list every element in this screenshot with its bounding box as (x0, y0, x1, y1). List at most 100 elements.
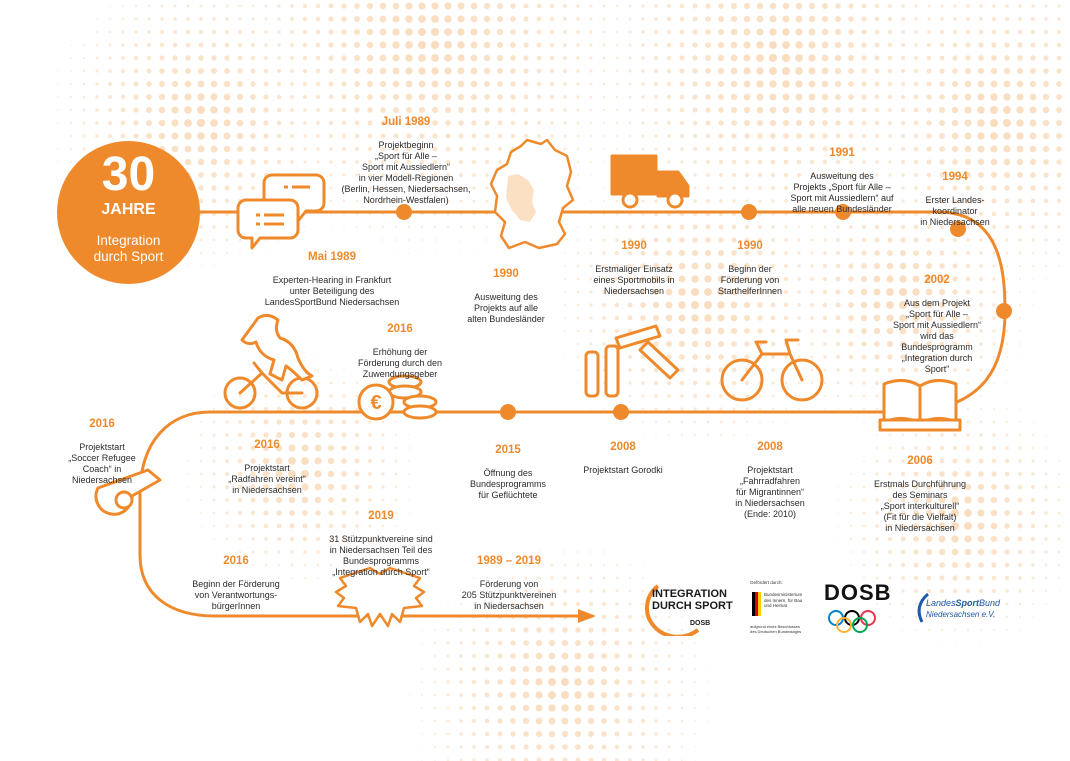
halftone-dot (782, 15, 790, 23)
germany-map-icon (489, 138, 575, 250)
halftone-dot (1056, 133, 1062, 139)
halftone-dot (977, 67, 985, 75)
halftone-dot (354, 107, 360, 113)
halftone-dot (69, 82, 73, 86)
halftone-dot (913, 120, 919, 126)
halftone-dot (667, 147, 671, 151)
halftone-dot (1032, 369, 1034, 371)
halftone-dot (691, 288, 699, 296)
halftone-dot (563, 69, 567, 73)
halftone-dot (692, 380, 698, 386)
halftone-dot (458, 146, 464, 152)
halftone-dot (887, 29, 893, 35)
halftone-dot (160, 30, 164, 34)
halftone-dot (756, 119, 764, 127)
halftone-dot (147, 4, 151, 8)
halftone-dot (549, 55, 555, 61)
halftone-dot (732, 186, 736, 190)
halftone-dot (576, 43, 580, 47)
halftone-dot (250, 172, 256, 178)
halftone-dot (83, 44, 85, 46)
halftone-dot (704, 262, 712, 270)
halftone-dot (589, 17, 593, 21)
halftone-dot (342, 147, 346, 151)
halftone-dot (303, 160, 307, 164)
halftone-dot (1019, 343, 1021, 345)
halftone-dot (744, 341, 750, 347)
halftone-dot (82, 95, 86, 99)
halftone-dot (770, 328, 776, 334)
halftone-dot (537, 121, 541, 125)
halftone-dot (444, 41, 452, 49)
halftone-dot (538, 278, 540, 280)
halftone-dot (200, 382, 202, 384)
halftone-dot (96, 18, 98, 20)
halftone-dot (405, 106, 413, 114)
halftone-dot (95, 134, 99, 138)
halftone-dot (418, 80, 426, 88)
halftone-dot (602, 316, 606, 320)
halftone-dot (146, 107, 152, 113)
halftone-dot (1032, 278, 1034, 280)
halftone-dot (862, 173, 866, 177)
halftone-dot (678, 314, 686, 322)
halftone-dot (690, 300, 700, 310)
halftone-dot (628, 225, 632, 229)
halftone-dot (342, 381, 346, 385)
halftone-dot (926, 185, 932, 191)
halftone-dot (874, 42, 880, 48)
halftone-dot (913, 159, 919, 165)
halftone-dot (641, 394, 645, 398)
halftone-dot (317, 252, 319, 254)
halftone-dot (236, 145, 244, 153)
halftone-dot (1031, 251, 1035, 255)
halftone-dot (952, 55, 958, 61)
halftone-dot (197, 145, 205, 153)
halftone-dot (303, 394, 307, 398)
halftone-dot (640, 276, 646, 282)
halftone-dot (823, 342, 827, 346)
halftone-dot (783, 276, 789, 282)
event-text: Projektstart Gorodki (583, 465, 663, 475)
halftone-dot (484, 146, 490, 152)
halftone-dot (990, 158, 998, 166)
halftone-dot (757, 172, 763, 178)
halftone-dot (913, 367, 919, 373)
halftone-dot (434, 265, 436, 267)
halftone-dot (615, 199, 619, 203)
halftone-dot (718, 367, 724, 373)
halftone-dot (731, 237, 737, 243)
halftone-dot (1018, 238, 1022, 242)
halftone-dot (1057, 30, 1061, 34)
halftone-dot (213, 265, 215, 267)
halftone-dot (992, 355, 996, 359)
halftone-dot (952, 302, 958, 308)
halftone-dot (966, 368, 970, 372)
halftone-dot (276, 107, 282, 113)
halftone-dot (614, 263, 620, 269)
halftone-dot (133, 120, 139, 126)
halftone-dot (549, 81, 555, 87)
halftone-dot (640, 302, 646, 308)
halftone-dot (471, 120, 477, 126)
halftone-dot (822, 276, 828, 282)
halftone-dot (341, 81, 347, 87)
halftone-dot (848, 289, 854, 295)
halftone-dot (952, 276, 958, 282)
halftone-dot (886, 262, 894, 270)
halftone-dot (926, 237, 932, 243)
halftone-dot (743, 54, 751, 62)
halftone-dot (874, 120, 880, 126)
halftone-dot (159, 81, 165, 87)
halftone-dot (184, 132, 192, 140)
halftone-dot (666, 3, 672, 9)
event-year: 2002 (924, 274, 950, 286)
halftone-dot (680, 147, 684, 151)
halftone-dot (823, 368, 827, 372)
halftone-dot (445, 133, 451, 139)
halftone-dot (939, 42, 945, 48)
halftone-dot (913, 354, 919, 360)
halftone-dot (771, 199, 775, 203)
halftone-dot (784, 251, 788, 255)
halftone-dot (290, 160, 294, 164)
